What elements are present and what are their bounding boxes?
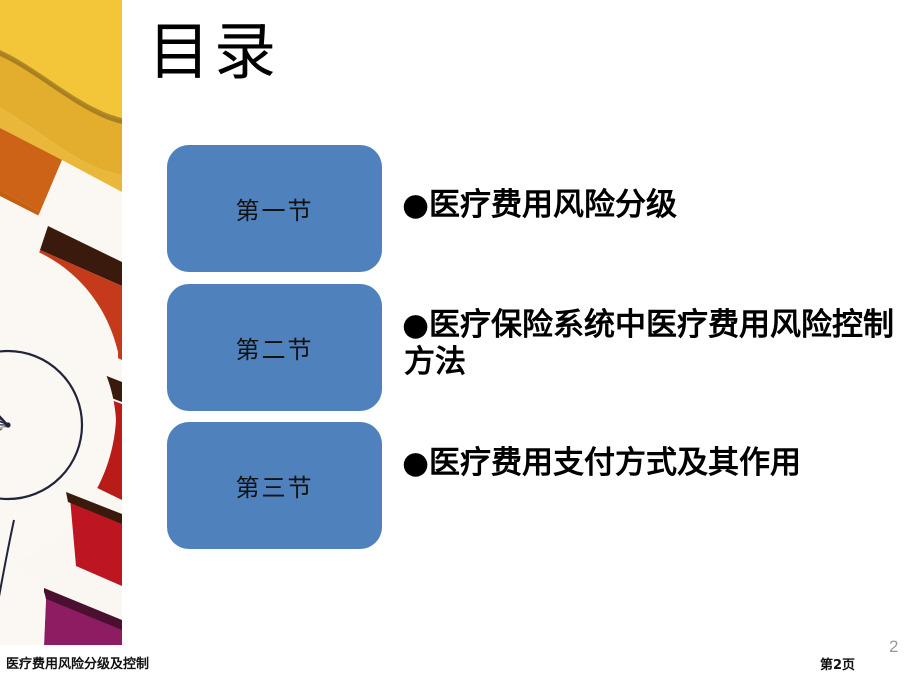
toc-item-text-3: ●医疗费用支付方式及其作用 bbox=[402, 445, 802, 481]
slide-number: 2 bbox=[889, 637, 899, 656]
toc-item-text-1: ●医疗费用风险分级 bbox=[402, 187, 678, 223]
decorative-image bbox=[0, 0, 122, 645]
target-compass-graphic bbox=[0, 0, 122, 645]
section-chip-3[interactable]: 第三节 bbox=[167, 422, 382, 549]
section-chip-label: 第二节 bbox=[235, 336, 314, 364]
footer-title: 医疗费用风险分级及控制 bbox=[6, 657, 150, 672]
page-title: 目录 bbox=[148, 15, 281, 88]
section-chip-label: 第一节 bbox=[235, 197, 314, 225]
footer-page-label: 第2页 bbox=[820, 658, 856, 673]
section-chip-2[interactable]: 第二节 bbox=[167, 284, 382, 411]
section-chip-1[interactable]: 第一节 bbox=[167, 145, 382, 272]
toc-item-text-2: ●医疗保险系统中医疗费用风险控制方法 bbox=[402, 307, 895, 380]
section-chip-label: 第三节 bbox=[235, 474, 314, 502]
